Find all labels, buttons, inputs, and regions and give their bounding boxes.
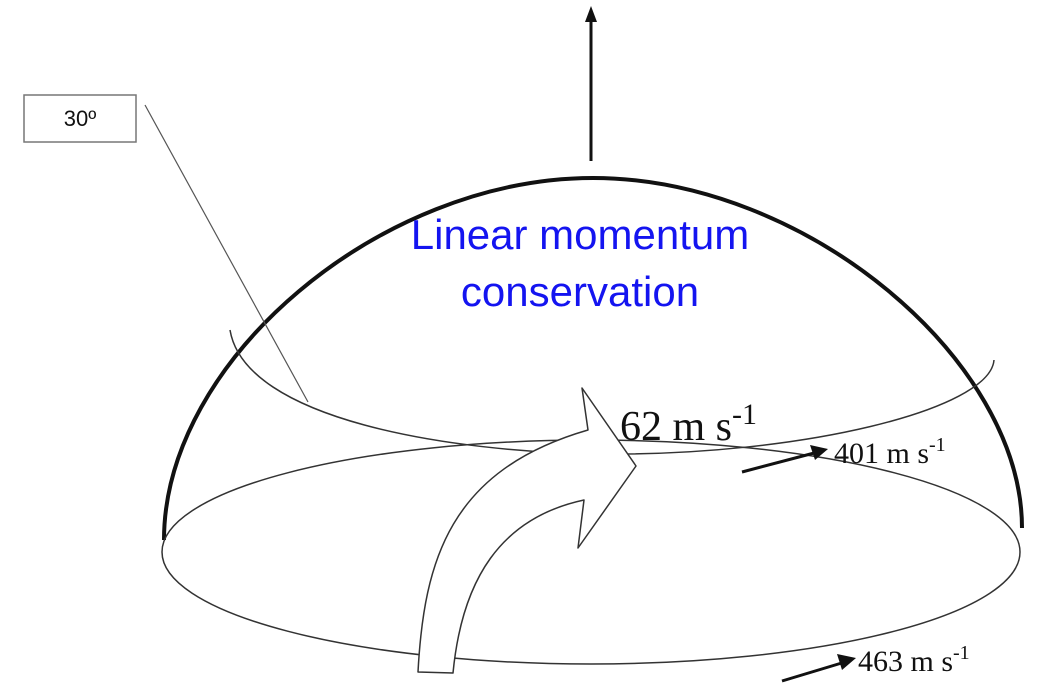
latitude-leader-line xyxy=(144,104,309,403)
speed-label-30: 401 m s-1 xyxy=(834,434,946,470)
speed-arrow-equator xyxy=(781,654,856,683)
latitude-label: 30º xyxy=(64,106,97,131)
speed-value-30: 401 m s xyxy=(834,437,929,470)
diagram-title-line1: Linear momentum xyxy=(411,211,749,258)
rotation-axis-arrow xyxy=(585,6,597,161)
speed-value-equator: 463 m s xyxy=(858,645,953,678)
relative-wind-label: 62 m s-1 xyxy=(620,398,757,450)
relative-wind-value: 62 m s xyxy=(620,404,732,450)
curved-flow-arrow xyxy=(417,387,637,674)
diagram-title-line2: conservation xyxy=(461,268,699,315)
latitude-label-box xyxy=(23,94,137,143)
hemisphere-outline xyxy=(162,175,1024,541)
speed-exponent-30: -1 xyxy=(929,434,946,456)
speed-arrow-30 xyxy=(741,445,828,474)
speed-exponent-equator: -1 xyxy=(953,642,970,664)
relative-wind-exponent: -1 xyxy=(732,398,757,431)
speed-label-equator: 463 m s-1 xyxy=(858,642,970,678)
